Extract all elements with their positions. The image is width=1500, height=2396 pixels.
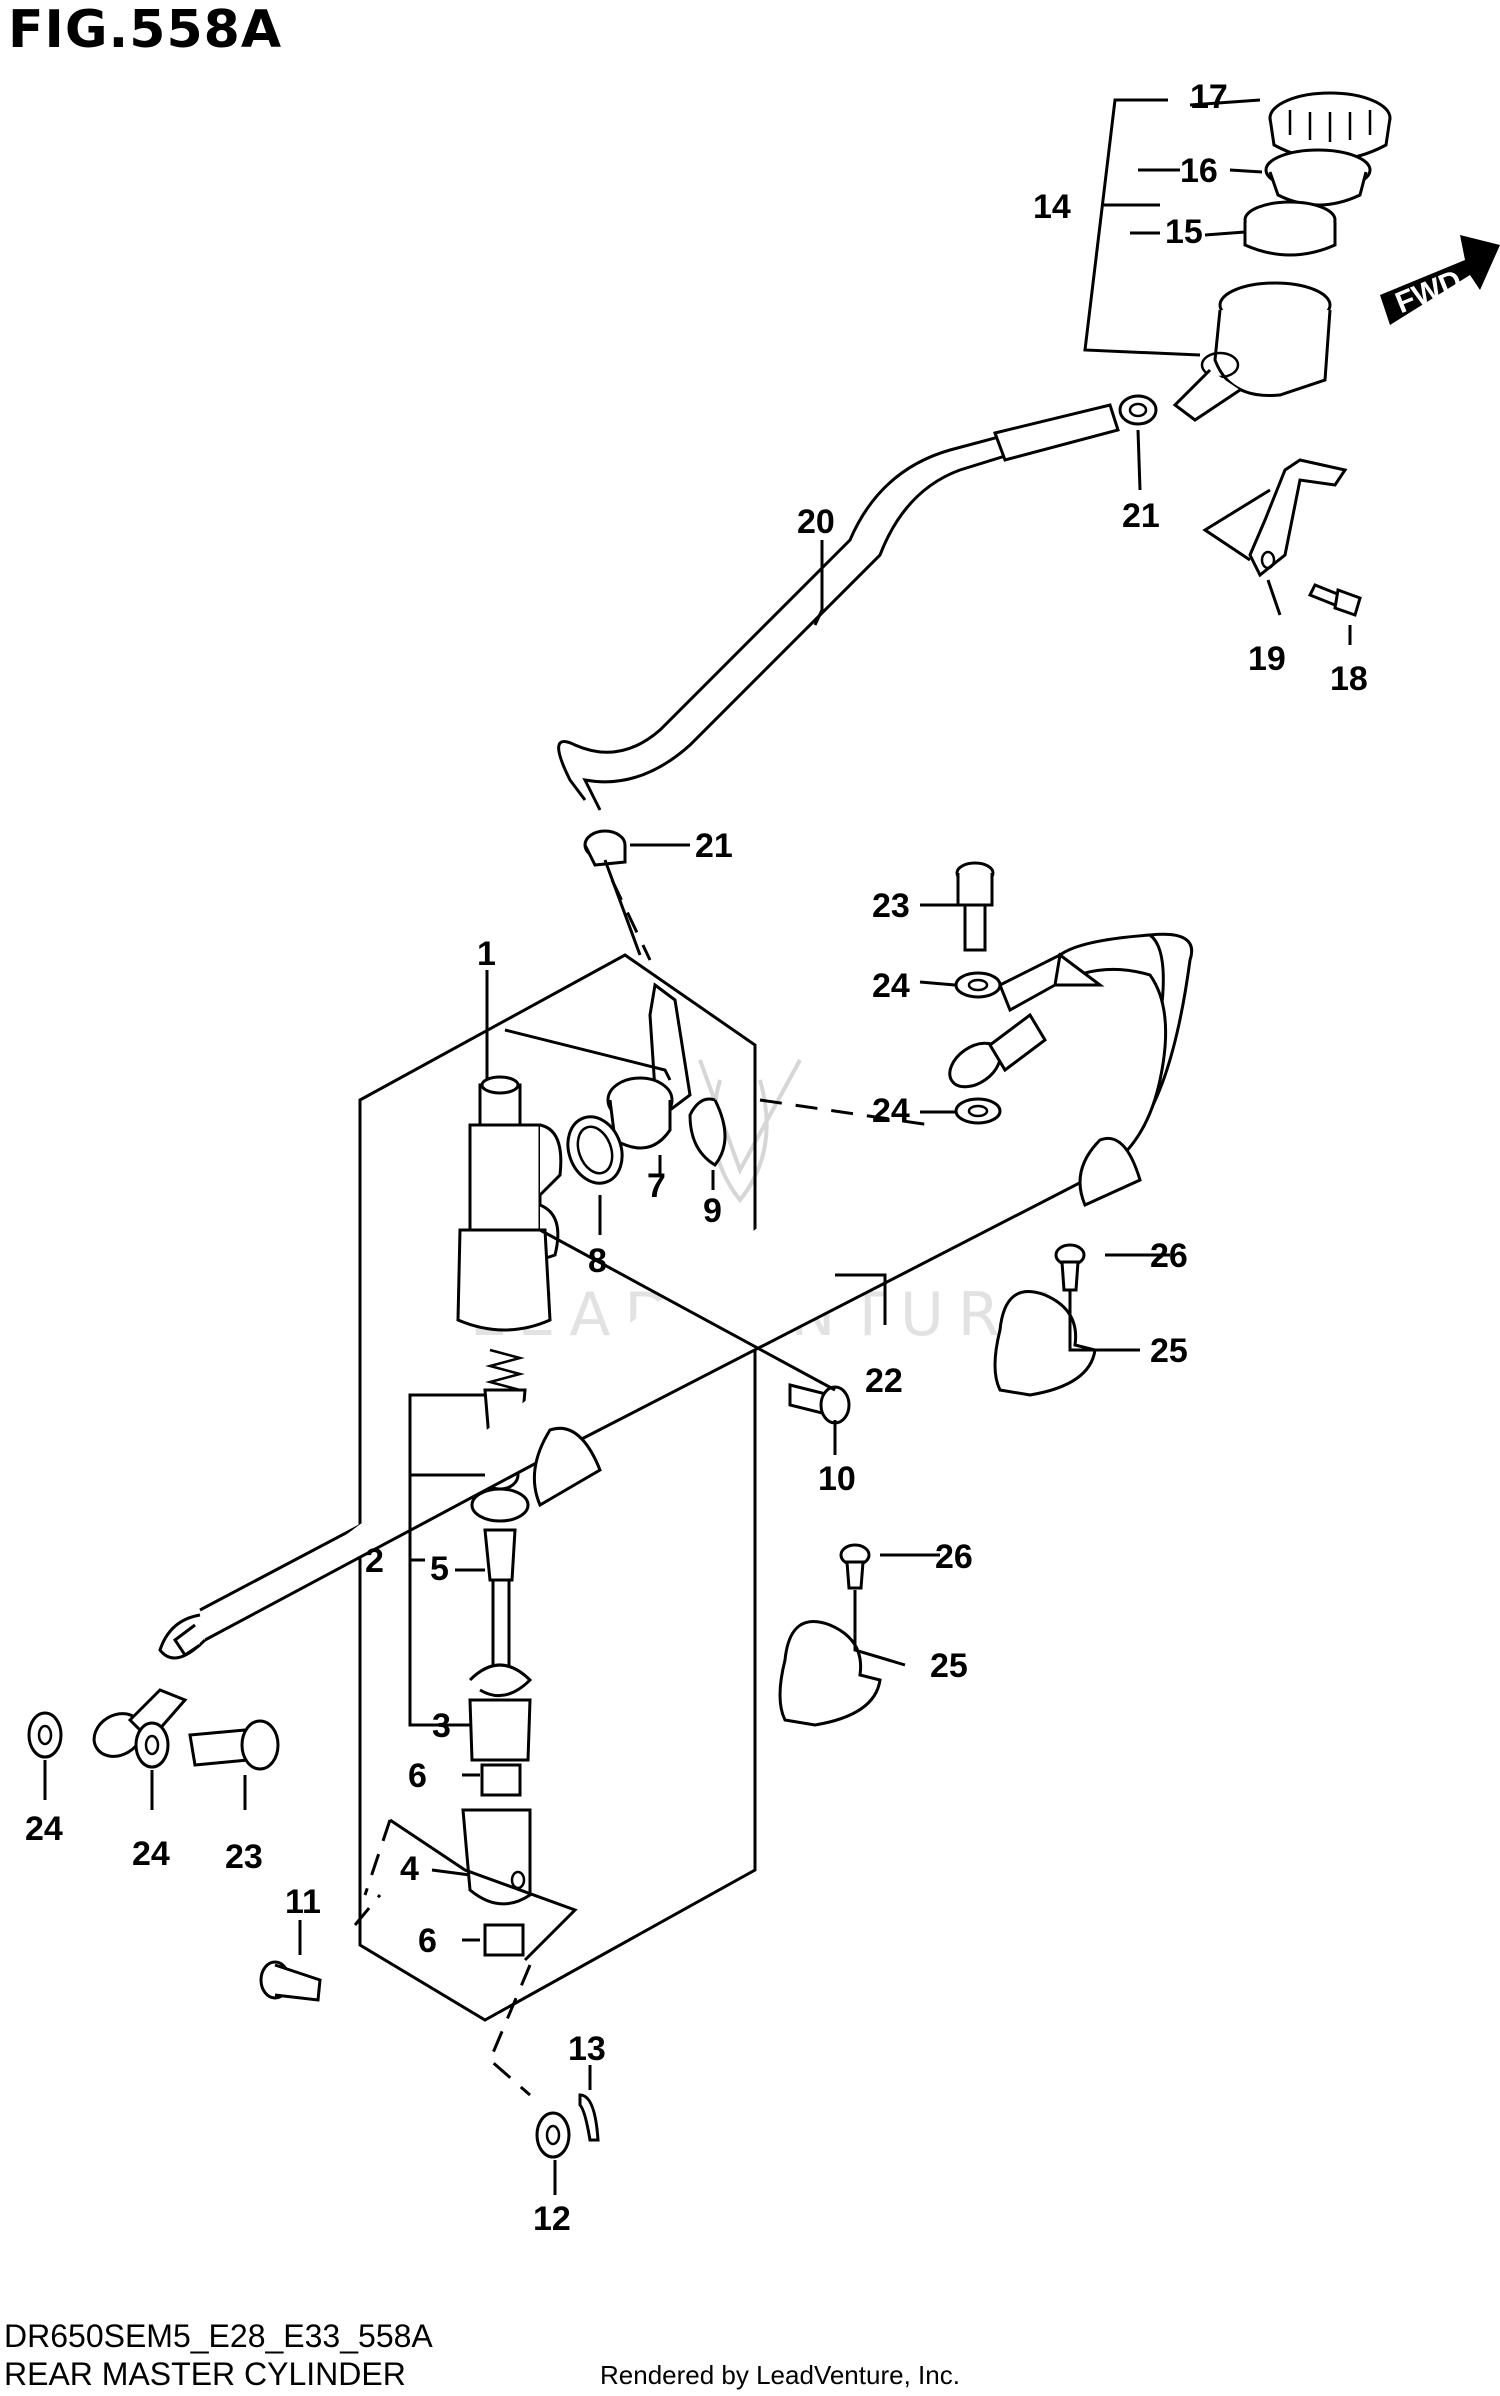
callout-24b: 24 <box>872 1092 910 1130</box>
callout-9: 9 <box>703 1192 722 1230</box>
callout-16: 16 <box>1180 152 1218 190</box>
callout-4: 4 <box>400 1850 419 1888</box>
callout-25b: 25 <box>930 1647 968 1685</box>
callout-6b: 6 <box>418 1922 437 1960</box>
gasket-d[interactable] <box>134 1721 170 1769</box>
master-cylinder-body[interactable] <box>456 1075 563 1332</box>
callout-23a: 23 <box>872 887 910 925</box>
clevis-pin[interactable] <box>259 1960 322 2002</box>
push-rod[interactable] <box>483 1528 517 1672</box>
reservoir-cap[interactable] <box>1268 91 1392 162</box>
o-ring[interactable] <box>559 1109 631 1191</box>
circlip[interactable] <box>688 1097 727 1167</box>
lock-nut-lower[interactable] <box>483 1923 525 1957</box>
union-bolt[interactable] <box>788 1383 851 1425</box>
fwd-label: FWD <box>1391 264 1467 320</box>
callout-26b: 26 <box>935 1538 973 1576</box>
callout-21b: 21 <box>695 827 733 865</box>
callout-25a: 25 <box>1150 1332 1188 1370</box>
callout-23b: 23 <box>225 1838 263 1876</box>
callout-12: 12 <box>533 2200 571 2238</box>
callout-6a: 6 <box>408 1757 427 1795</box>
fwd-arrow-icon: FWD <box>1380 235 1500 325</box>
callout-1: 1 <box>477 935 496 973</box>
hose-banjo-upper[interactable] <box>942 1012 1047 1096</box>
callout-17: 17 <box>1190 78 1228 116</box>
hose-clamp-lower[interactable] <box>583 829 627 867</box>
callout-19: 19 <box>1248 640 1286 678</box>
callout-26a: 26 <box>1150 1237 1188 1275</box>
diaphragm[interactable] <box>1243 200 1337 257</box>
union-bolt-upper[interactable] <box>955 861 995 952</box>
hose-joint-fitting[interactable] <box>606 982 692 1150</box>
hose-guide-lower[interactable] <box>778 1620 882 1727</box>
gasket-b[interactable] <box>954 1097 1002 1125</box>
callout-18: 18 <box>1330 660 1368 698</box>
boot[interactable] <box>468 1698 532 1762</box>
screw-lower[interactable] <box>839 1543 871 1590</box>
render-credit: Rendered by LeadVenture, Inc. <box>600 2360 960 2390</box>
callout-24d: 24 <box>132 1835 170 1873</box>
callout-24c: 24 <box>25 1810 63 1848</box>
figure-title: FIG.558A <box>8 0 283 60</box>
model-code: DR650SEM5_E28_E33_558A <box>4 2318 433 2354</box>
callout-labels: 1 2 3 4 5 6 6 7 8 9 10 11 12 13 14 15 16… <box>25 78 1368 2238</box>
section-title: REAR MASTER CYLINDER <box>4 2356 406 2392</box>
callout-5: 5 <box>430 1550 449 1588</box>
hose-guide-upper[interactable] <box>993 1290 1097 1397</box>
callout-13: 13 <box>568 2030 606 2068</box>
union-bolt-lower[interactable] <box>188 1719 280 1771</box>
reservoir-hose[interactable] <box>557 403 1120 811</box>
callout-10: 10 <box>818 1460 856 1498</box>
washer[interactable] <box>535 2111 571 2159</box>
assembly-outline <box>358 953 757 2022</box>
callout-11: 11 <box>285 1883 321 1921</box>
screw-upper[interactable] <box>1054 1243 1086 1292</box>
callout-7: 7 <box>647 1167 666 1205</box>
callout-8: 8 <box>588 1242 607 1280</box>
hose-clamp-upper[interactable] <box>1118 394 1158 426</box>
dashed-leaders <box>353 879 931 2097</box>
lock-nut-upper[interactable] <box>480 1763 522 1797</box>
callout-14: 14 <box>1033 188 1071 226</box>
callout-21a: 21 <box>1122 497 1160 535</box>
callout-22: 22 <box>865 1362 903 1400</box>
reservoir-bracket[interactable] <box>1248 458 1348 578</box>
callout-2: 2 <box>365 1542 384 1580</box>
rod-circlip[interactable] <box>468 1663 533 1698</box>
callout-3: 3 <box>432 1707 451 1745</box>
cotter-pin[interactable] <box>578 2093 600 2142</box>
callout-20: 20 <box>797 503 835 541</box>
reservoir-tank[interactable] <box>1172 281 1332 422</box>
gasket-c[interactable] <box>27 1711 63 1759</box>
diaphragm-plate[interactable] <box>1264 148 1372 207</box>
bracket-bolt[interactable] <box>1307 583 1362 617</box>
callout-24a: 24 <box>872 967 910 1005</box>
leader-lines <box>43 98 1352 2195</box>
gasket-a[interactable] <box>954 971 1002 999</box>
callout-15: 15 <box>1165 213 1203 251</box>
